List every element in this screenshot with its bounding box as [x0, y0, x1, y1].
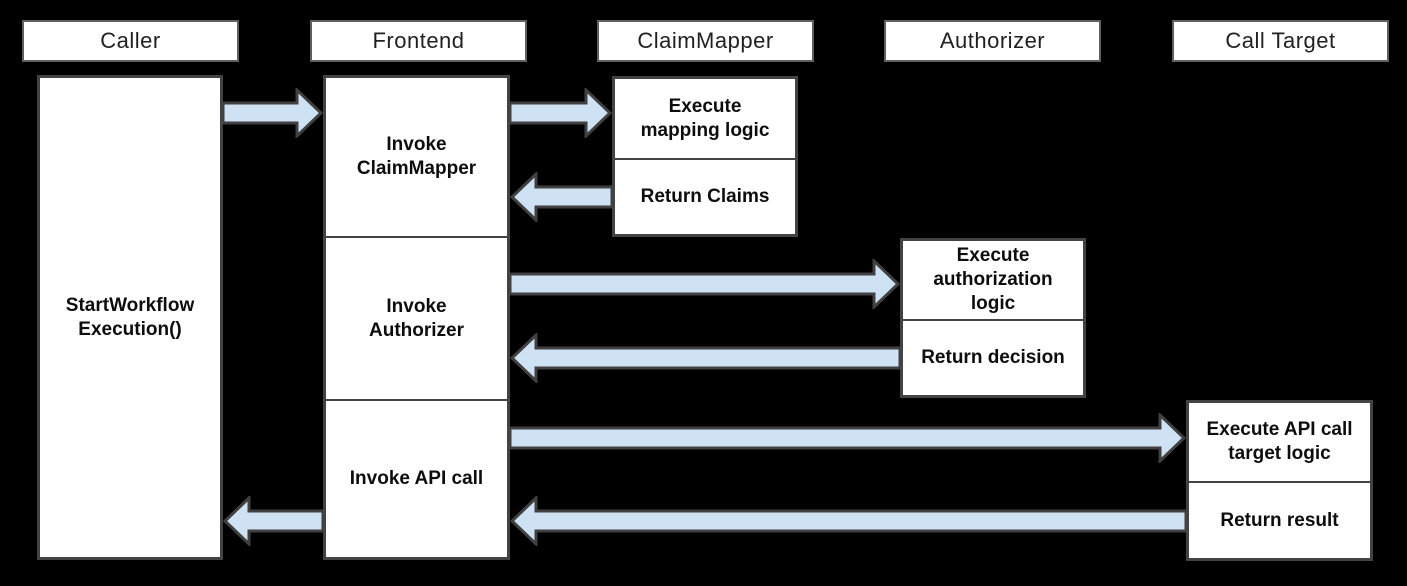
step-label-line: Invoke: [386, 295, 447, 317]
frontend-activation-box: Invoke ClaimMapper Invoke Authorizer Inv…: [323, 75, 510, 560]
claimmapper-step-execute-mapping-logic: Execute mapping logic: [615, 79, 795, 158]
message-arrow-caller-to-frontend: [223, 88, 323, 138]
frontend-step-invoke-claimmapper: Invoke ClaimMapper: [326, 78, 507, 236]
step-label-line: Return result: [1220, 509, 1339, 531]
claimmapper-activation-box: Execute mapping logic Return Claims: [612, 76, 798, 237]
actor-label-frontend: Frontend: [372, 28, 465, 53]
claimmapper-step-return-claims: Return Claims: [615, 158, 795, 234]
message-arrow-authorizer-to-frontend: [510, 333, 900, 383]
message-arrow-claimmapper-to-frontend: [510, 172, 612, 222]
actor-label-caller: Caller: [100, 28, 161, 53]
actor-label-authorizer: Authorizer: [939, 28, 1046, 53]
actor-header-caller: Caller: [22, 20, 239, 62]
calltarget-step-return-result: Return result: [1189, 481, 1370, 558]
frontend-step-invoke-authorizer: Invoke Authorizer: [326, 236, 507, 399]
calltarget-step-execute-api-call-target-logic: Execute API call target logic: [1189, 403, 1370, 481]
caller-activity-line: Execution(): [78, 318, 182, 340]
message-arrow-frontend-to-authorizer: [510, 259, 900, 309]
step-label-line: Return decision: [921, 347, 1065, 369]
caller-activity: StartWorkflow Execution(): [40, 78, 220, 557]
actor-header-calltarget: Call Target: [1172, 20, 1389, 62]
authorizer-step-return-decision: Return decision: [903, 319, 1083, 395]
authorizer-step-execute-authorization-logic: Execute authorization logic: [903, 241, 1083, 319]
step-label-line: target logic: [1228, 443, 1331, 464]
frontend-step-invoke-api-call: Invoke API call: [326, 399, 507, 557]
step-label-line: Authorizer: [369, 319, 464, 341]
actor-header-frontend: Frontend: [310, 20, 527, 62]
actor-header-authorizer: Authorizer: [884, 20, 1101, 62]
actor-label-claimmapper: ClaimMapper: [637, 28, 774, 53]
caller-activity-line: StartWorkflow: [65, 294, 195, 316]
step-label-line: Execute API call: [1206, 419, 1353, 441]
message-arrow-calltarget-to-frontend: [510, 496, 1186, 546]
step-label-line: authorization: [933, 269, 1053, 291]
message-arrow-frontend-to-claimmapper: [510, 88, 612, 138]
step-label-line: ClaimMapper: [356, 158, 477, 179]
actor-label-calltarget: Call Target: [1225, 28, 1336, 53]
step-label-line: logic: [970, 292, 1016, 314]
step-label-line: Execute: [668, 95, 742, 117]
authorizer-activation-box: Execute authorization logic Return decis…: [900, 238, 1086, 398]
message-arrow-frontend-to-calltarget: [510, 413, 1186, 463]
step-label-line: Execute: [956, 245, 1030, 267]
step-label-line: Invoke: [386, 134, 447, 156]
actor-header-claimmapper: ClaimMapper: [597, 20, 814, 62]
step-label-line: Invoke API call: [349, 468, 484, 490]
calltarget-activation-box: Execute API call target logic Return res…: [1186, 400, 1373, 561]
step-label-line: mapping logic: [640, 119, 770, 141]
step-label-line: Return Claims: [640, 186, 770, 208]
message-arrow-frontend-to-caller: [223, 496, 323, 546]
caller-activation-box: StartWorkflow Execution(): [37, 75, 223, 560]
